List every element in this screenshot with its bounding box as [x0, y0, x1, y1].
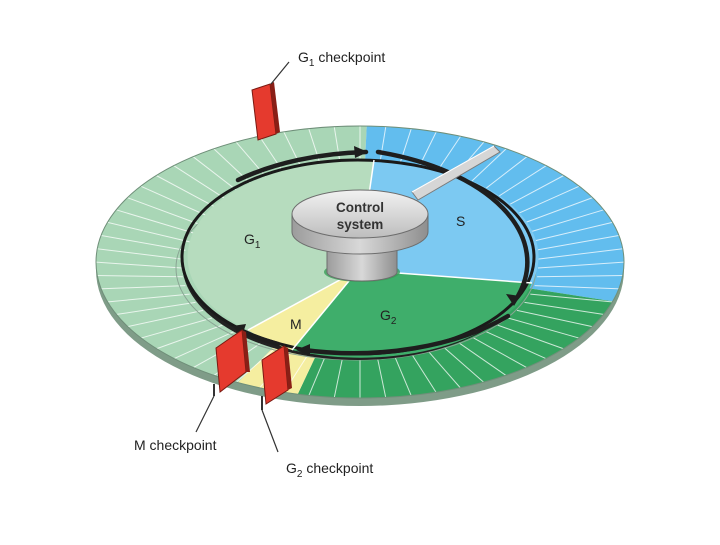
ring-tick	[234, 347, 277, 385]
arrow-g1	[235, 149, 369, 183]
disc-sector-s	[358, 160, 539, 283]
ring-tick	[458, 342, 509, 378]
ring-tick	[171, 331, 235, 361]
leader-m	[195, 395, 215, 433]
ring-tick	[96, 261, 183, 269]
ring-tick	[411, 353, 438, 395]
ring-tick	[333, 357, 344, 398]
ring-tick	[376, 357, 387, 398]
leader-g1	[270, 61, 290, 85]
arrowhead-g2	[296, 344, 310, 356]
phase-label-g1: G1	[244, 231, 261, 251]
ring-tick	[530, 221, 615, 243]
ring-tick	[443, 347, 486, 385]
control-system: Control system	[291, 189, 429, 282]
label-g1-checkpoint: G1 checkpoint	[298, 49, 385, 69]
ring-tick	[507, 317, 582, 340]
phase-label-g2: G2	[380, 307, 397, 327]
g1-checkpoint-gate	[251, 82, 280, 141]
arrowhead-g1	[354, 146, 368, 158]
control-label-line1: Control	[336, 200, 384, 215]
arrowhead-s	[506, 294, 520, 306]
ring-tick	[530, 293, 615, 303]
ring-tick	[171, 163, 235, 205]
ring-tick	[154, 324, 223, 350]
label-m-checkpoint: M checkpoint	[134, 437, 217, 453]
disc-sector-g2	[292, 270, 532, 358]
ring-tick	[537, 261, 624, 269]
ring-tick	[96, 248, 183, 260]
m-checkpoint-gate	[213, 329, 250, 396]
g2-checkpoint-gate	[261, 345, 292, 410]
control-label-line2: system	[337, 217, 384, 232]
ring-tick	[394, 356, 413, 398]
disc-sector-m	[248, 270, 358, 350]
ring-tick	[534, 234, 621, 251]
ring-tick	[99, 285, 186, 290]
ring-tick	[99, 234, 186, 251]
ring-tick	[427, 350, 463, 390]
ring-tick	[516, 309, 595, 328]
ring-tick	[105, 221, 190, 243]
ring-tick	[516, 196, 595, 227]
leader-g2	[261, 409, 279, 453]
ring-tick	[497, 324, 566, 350]
ring-tick	[534, 285, 621, 290]
ring-tick	[114, 208, 196, 235]
leader-lines	[195, 61, 290, 453]
ring-tick	[524, 208, 606, 235]
ring-tick	[472, 337, 529, 370]
ring-tick	[138, 317, 213, 340]
ring-tick-marks	[96, 126, 624, 398]
ring-tick	[485, 331, 549, 361]
label-g2-checkpoint: G2 checkpoint	[286, 460, 373, 480]
ring-tick	[507, 184, 582, 219]
ring-tick	[114, 301, 196, 316]
ring-tick	[125, 309, 204, 328]
arrow-g2	[301, 313, 511, 356]
phase-label-s: S	[456, 213, 465, 229]
ring-tick	[307, 356, 326, 398]
arrow-s	[375, 149, 530, 299]
ring-tick	[96, 275, 183, 278]
ring-tick	[105, 293, 190, 303]
arrow-heads	[232, 146, 520, 356]
ring-tick	[524, 301, 606, 316]
ring-tick	[537, 248, 624, 260]
control-pointer	[411, 145, 501, 201]
ring-tick	[125, 196, 204, 227]
ring-tick	[537, 275, 624, 278]
phase-label-m: M	[290, 316, 302, 332]
